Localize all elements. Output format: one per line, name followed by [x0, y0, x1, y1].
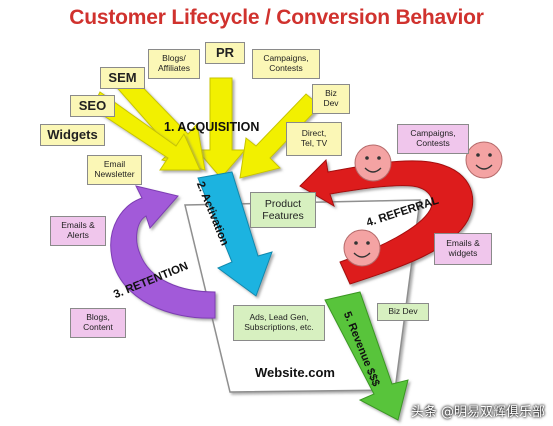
revenue-arrow: [324, 291, 409, 421]
smiley-face-top: [354, 144, 392, 182]
source-blogs-affiliates: Blogs/ Affiliates: [148, 49, 200, 79]
source-campaigns-contests: Campaigns, Contests: [252, 49, 320, 79]
ads-leadgen-box: Ads, Lead Gen, Subscriptions, etc.: [233, 305, 325, 341]
activation-arrow: [197, 171, 273, 297]
source-pr: PR: [205, 42, 245, 64]
referral-campaigns-contests: Campaigns, Contests: [397, 124, 469, 154]
referral-arrow: [299, 158, 474, 285]
diagram-title: Customer Lifecycle / Conversion Behavior: [69, 6, 484, 29]
retention-arrow: [110, 185, 216, 319]
smiley-face-bottom: [343, 229, 381, 267]
stage-acquisition-label: 1. ACQUISITION: [164, 120, 260, 134]
source-biz-dev: Biz Dev: [312, 84, 350, 114]
referral-emails-widgets: Emails & widgets: [434, 233, 492, 265]
source-direct-tel-tv: Direct, Tel, TV: [286, 122, 342, 156]
source-widgets: Widgets: [40, 124, 105, 146]
acquisition-arrow-pr: [195, 77, 247, 179]
biz-dev-box: Biz Dev: [377, 303, 429, 321]
product-features-box: Product Features: [250, 192, 316, 228]
source-email-newsletter: Email Newsletter: [87, 155, 142, 185]
smiley-face-right: [465, 141, 503, 179]
source-sem: SEM: [100, 67, 145, 89]
source-seo: SEO: [70, 95, 115, 117]
website-label: Website.com: [255, 365, 335, 380]
acquisition-arrow-right: [239, 93, 321, 179]
retention-emails-alerts: Emails & Alerts: [50, 216, 106, 246]
retention-blogs-content: Blogs, Content: [70, 308, 126, 338]
watermark-text: 头条 @明易双辉俱乐部: [410, 405, 545, 420]
